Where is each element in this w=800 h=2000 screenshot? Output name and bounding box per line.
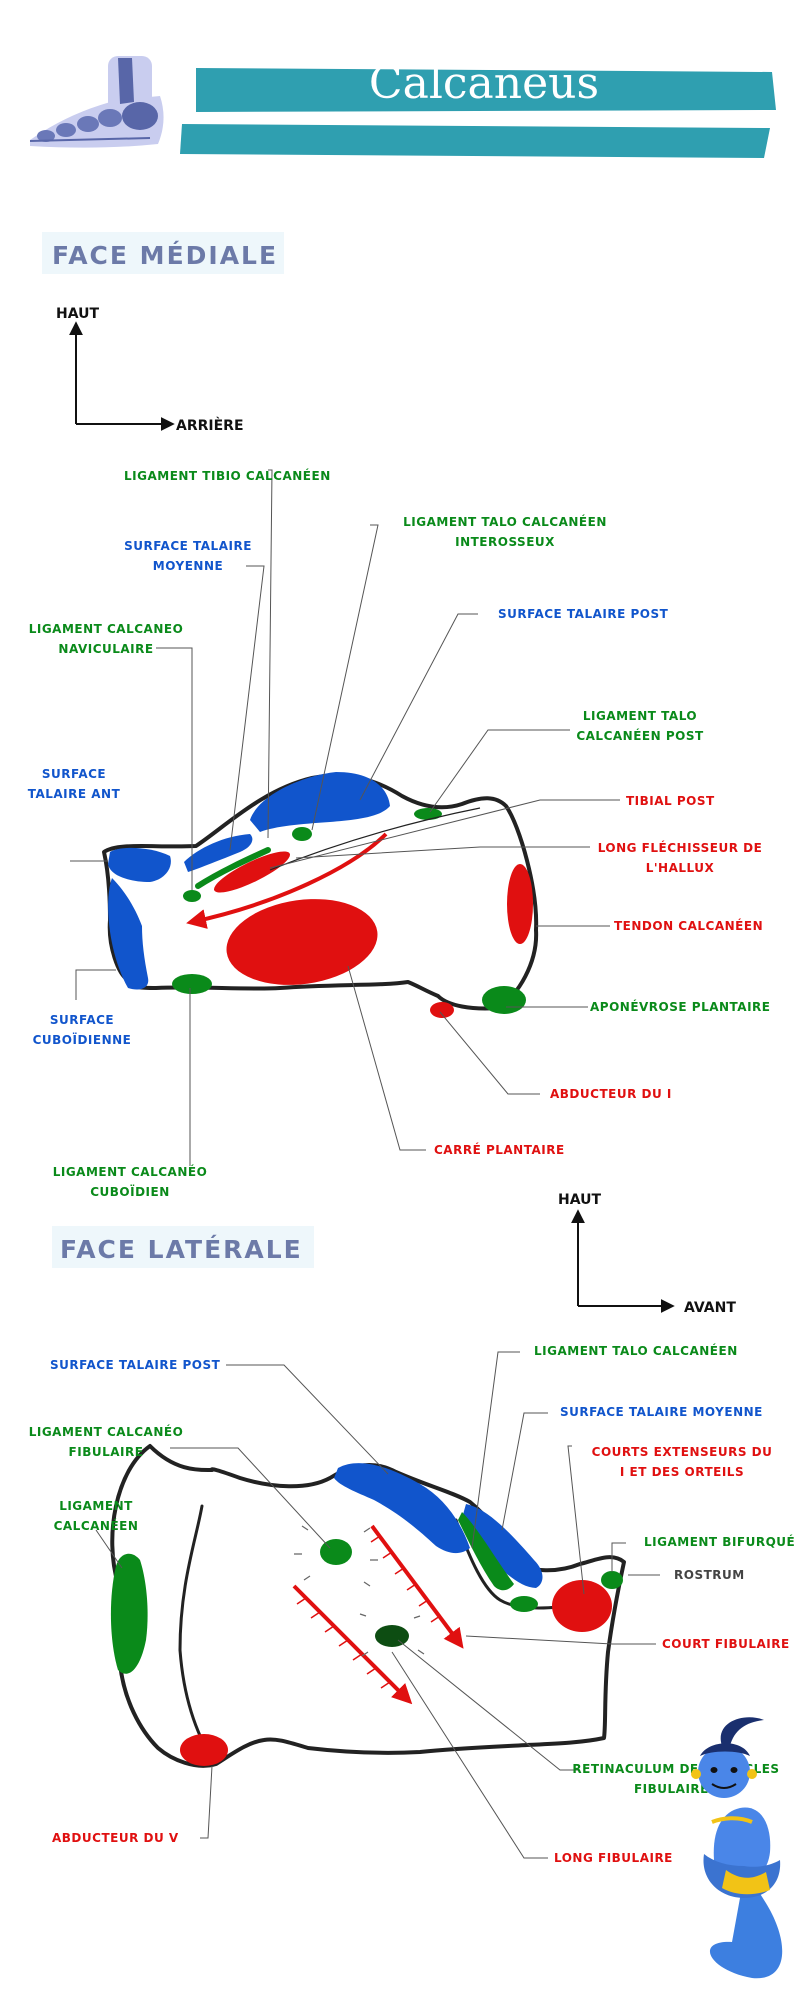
lateral-labels: LIGAMENT TALO CALCANÉEN SURFACE TALAIRE … — [29, 1343, 795, 1865]
label-lig-calcaneo-cuboidien: LIGAMENT CALCANÉO — [53, 1164, 208, 1179]
label-long-flechisseur-2: L'HALLUX — [646, 861, 715, 875]
section-bg-lateral — [52, 1226, 314, 1268]
page-title: Calcaneus — [369, 58, 599, 109]
axis-up-label-lateral: HAUT — [558, 1192, 601, 1208]
lateral-bone — [110, 1444, 626, 1768]
label-surface-talaire-moyenne-lat: SURFACE TALAIRE MOYENNE — [560, 1405, 763, 1419]
label-lig-tibio-calcaneen: LIGAMENT TIBIO CALCANÉEN — [124, 468, 331, 483]
label-tendon-calcaneen: TENDON CALCANÉEN — [614, 918, 763, 933]
label-ligament-calcaneen: LIGAMENT — [59, 1499, 133, 1513]
label-long-fibulaire: LONG FIBULAIRE — [554, 1851, 673, 1865]
label-lig-talo-calcaneen-post-2: CALCANÉEN POST — [576, 728, 704, 743]
section-title-medial: FACE MÉDIALE — [52, 241, 278, 270]
label-surface-talaire-ant-2: TALAIRE ANT — [28, 787, 121, 801]
label-lig-calcaneo-fibulaire-2: FIBULAIRE — [69, 1445, 144, 1459]
lateral-leaders — [95, 1351, 660, 1859]
label-courts-extenseurs: COURTS EXTENSEURS DU — [592, 1445, 773, 1459]
label-tibial-post: TIBIAL POST — [626, 794, 715, 808]
medial-leaders — [70, 469, 620, 1166]
label-retinaculum-2: FIBULAIRES — [634, 1782, 718, 1796]
label-lig-talo-calcaneen-interosseux: LIGAMENT TALO CALCANÉEN — [403, 514, 607, 529]
title-banner: Calcaneus — [180, 58, 776, 158]
label-abducteur-du-i: ABDUCTEUR DU I — [550, 1087, 672, 1101]
label-lig-calcaneo-naviculaire: LIGAMENT CALCANEO — [29, 622, 184, 636]
label-lig-calcaneo-fibulaire: LIGAMENT CALCANÉO — [29, 1424, 184, 1439]
medial-labels: LIGAMENT TIBIO CALCANÉEN SURFACE TALAIRE… — [28, 468, 770, 1199]
axis-lateral: HAUT AVANT — [558, 1192, 736, 1316]
axis-medial: HAUT ARRIÈRE — [56, 306, 244, 434]
label-rostrum: ROSTRUM — [674, 1568, 745, 1582]
section-title-lateral: FACE LATÉRALE — [60, 1235, 303, 1264]
label-abducteur-du-v: ABDUCTEUR DU V — [52, 1831, 179, 1845]
label-long-flechisseur: LONG FLÉCHISSEUR DE — [598, 840, 763, 855]
axis-right-label-lateral: AVANT — [684, 1300, 736, 1316]
label-surface-talaire-post: SURFACE TALAIRE POST — [498, 607, 669, 621]
label-surface-cuboidienne-2: CUBOÏDIENNE — [33, 1032, 132, 1047]
label-surface-talaire-ant: SURFACE — [42, 767, 106, 781]
label-court-fibulaire: COURT FIBULAIRE — [662, 1637, 790, 1651]
foot-logo-icon — [29, 56, 164, 148]
label-surface-cuboidienne: SURFACE — [50, 1013, 114, 1027]
section-bg-medial — [42, 232, 284, 274]
label-surface-talaire-moyenne: SURFACE TALAIRE — [124, 539, 252, 553]
label-aponevrose-plantaire: APONÉVROSE PLANTAIRE — [590, 999, 770, 1014]
label-ligament-calcaneen-2: CALCANÉEN — [54, 1518, 139, 1533]
label-surface-talaire-post-lat: SURFACE TALAIRE POST — [50, 1358, 221, 1372]
label-ligament-bifurque: LIGAMENT BIFURQUÉ — [644, 1534, 795, 1549]
genie-mascot-icon — [691, 1717, 783, 1979]
label-lig-talo-calcaneen: LIGAMENT TALO CALCANÉEN — [534, 1343, 738, 1358]
axis-up-label: HAUT — [56, 306, 99, 322]
axis-right-label: ARRIÈRE — [176, 417, 244, 434]
label-lig-talo-calcaneen-post: LIGAMENT TALO — [583, 709, 697, 723]
label-lig-calcaneo-naviculaire-2: NAVICULAIRE — [58, 642, 153, 656]
label-lig-talo-calcaneen-interosseux-2: INTEROSSEUX — [455, 535, 555, 549]
label-lig-calcaneo-cuboidien-2: CUBOÏDIEN — [90, 1184, 170, 1199]
medial-bone — [102, 772, 539, 1018]
label-courts-extenseurs-2: I ET DES ORTEILS — [620, 1465, 744, 1479]
label-surface-talaire-moyenne-2: MOYENNE — [153, 559, 223, 573]
label-carre-plantaire: CARRÉ PLANTAIRE — [434, 1142, 565, 1157]
